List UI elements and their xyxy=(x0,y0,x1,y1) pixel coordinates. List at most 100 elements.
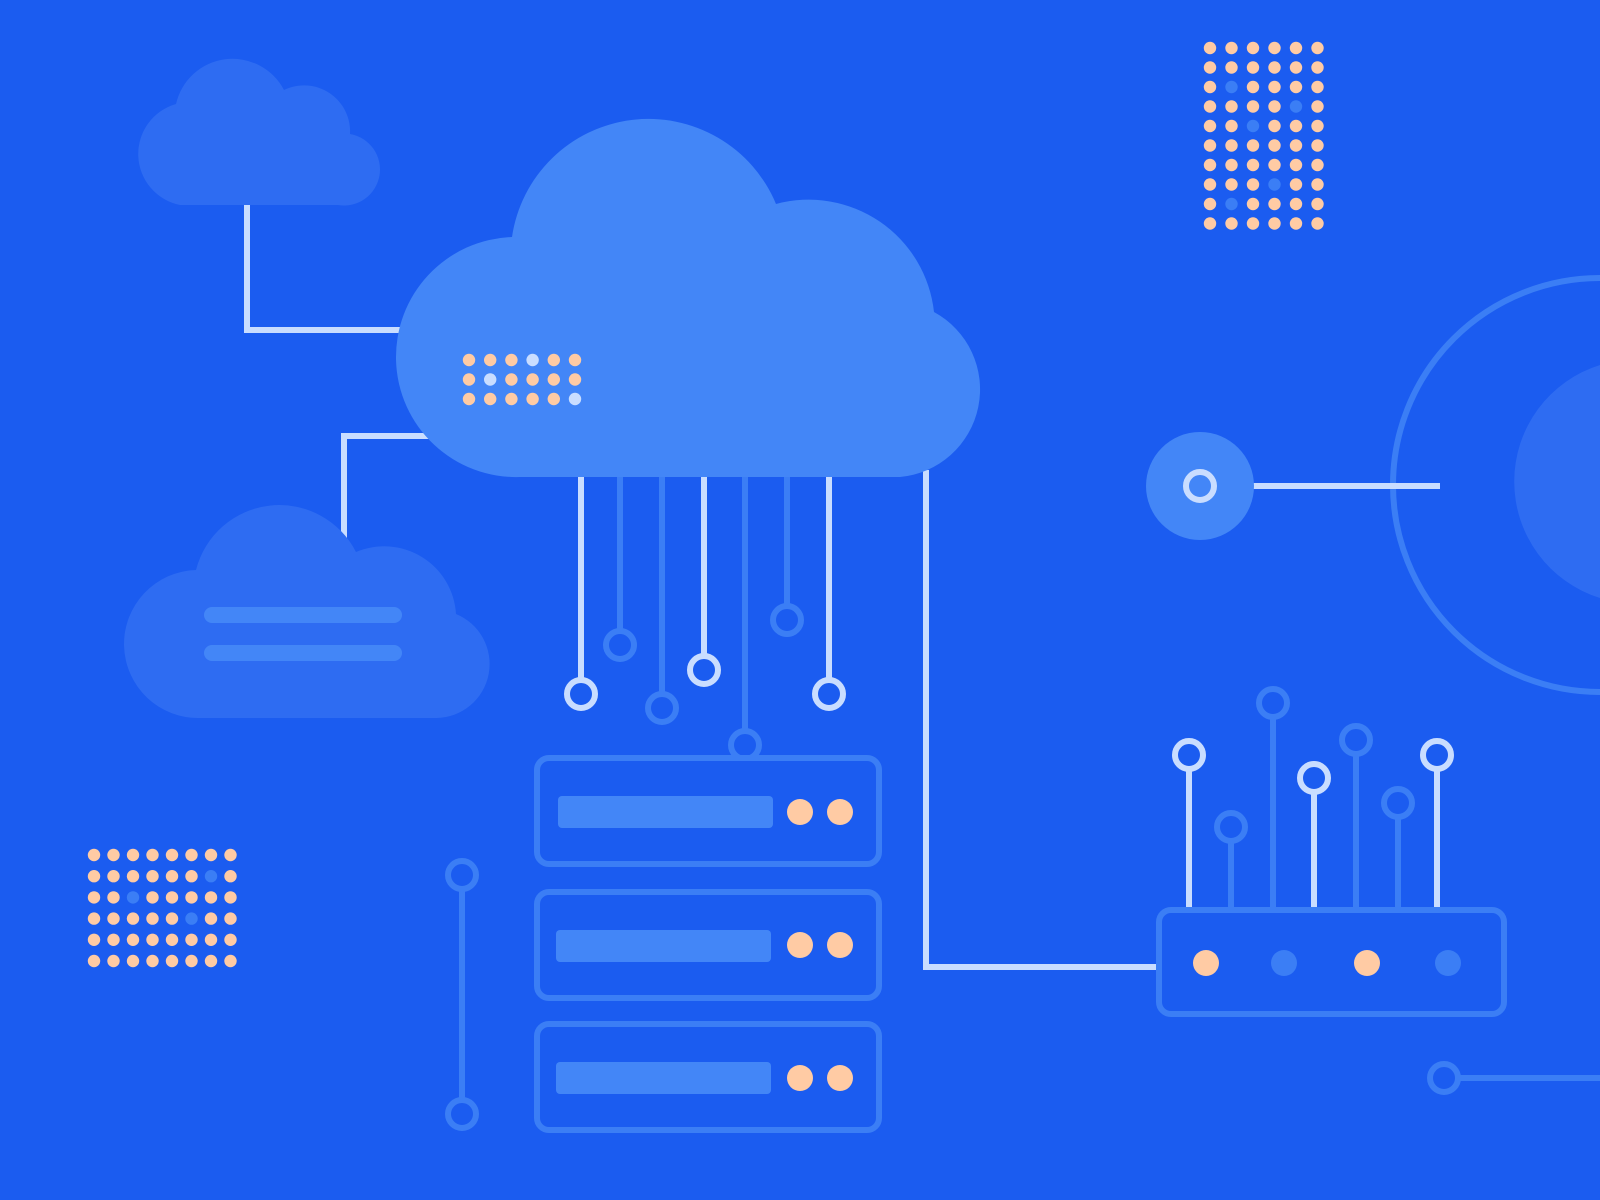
grid-dot xyxy=(1246,217,1260,230)
small-cloud-icon xyxy=(138,58,381,206)
grid-dot xyxy=(185,891,198,904)
server-unit xyxy=(534,755,882,867)
grid-dot xyxy=(1311,158,1324,172)
grid-dot xyxy=(1225,61,1238,74)
grid-dot xyxy=(1203,178,1217,191)
grid-dot xyxy=(1268,217,1281,230)
grid-dot xyxy=(1203,139,1217,152)
grid-dot xyxy=(87,870,101,883)
grid-dot xyxy=(204,912,218,925)
grid-dot xyxy=(1225,100,1238,113)
grid-dot xyxy=(224,848,237,862)
grid-dot xyxy=(185,870,198,883)
grid-dot xyxy=(107,954,120,968)
grid-dot xyxy=(1268,100,1281,113)
grid-dot xyxy=(224,933,237,946)
grid-dot xyxy=(126,954,140,968)
grid-dot xyxy=(505,392,518,406)
grid-dot xyxy=(1311,119,1324,133)
grid-dot xyxy=(1289,197,1303,211)
link-small-cloud xyxy=(244,200,420,333)
grid-dot xyxy=(107,891,120,904)
grid-dot xyxy=(146,912,159,925)
grid-dot xyxy=(107,912,120,925)
grid-dot xyxy=(462,392,476,406)
grid-dot xyxy=(462,373,476,386)
grid-dot xyxy=(224,870,237,883)
grid-dot xyxy=(146,870,159,883)
dot-grid-icon xyxy=(87,848,237,968)
grid-dot xyxy=(1203,217,1217,230)
grid-dot xyxy=(224,954,237,968)
grid-dot xyxy=(204,954,218,968)
grid-dot xyxy=(185,848,198,862)
grid-dot xyxy=(107,848,120,862)
grid-dot xyxy=(1289,217,1303,230)
grid-dot xyxy=(165,848,179,862)
grid-dot xyxy=(1311,41,1324,55)
server-unit xyxy=(534,889,882,1001)
grid-dot xyxy=(1311,217,1324,230)
grid-dot xyxy=(1246,61,1260,74)
grid-dot xyxy=(1268,80,1281,94)
grid-dot xyxy=(1289,100,1303,113)
grid-dot xyxy=(1203,41,1217,55)
grid-dot xyxy=(568,392,582,406)
grid-dot xyxy=(1203,158,1217,172)
grid-dot xyxy=(1289,119,1303,133)
grid-dot xyxy=(1289,61,1303,74)
grid-dot xyxy=(1225,139,1238,152)
grid-dot xyxy=(1268,197,1281,211)
grid-dot xyxy=(87,954,101,968)
server-unit xyxy=(534,1021,882,1133)
grid-dot xyxy=(1225,158,1238,172)
grid-dot xyxy=(107,933,120,946)
dot-grid-icon xyxy=(1203,41,1324,230)
grid-dot xyxy=(1246,100,1260,113)
grid-dot xyxy=(462,353,476,367)
grid-dot xyxy=(1246,80,1260,94)
link-router xyxy=(923,470,1160,970)
grid-dot xyxy=(126,912,140,925)
grid-dot xyxy=(547,353,560,367)
grid-dot xyxy=(87,848,101,862)
grid-dot xyxy=(204,891,218,904)
grid-dot xyxy=(1289,41,1303,55)
grid-dot xyxy=(1311,100,1324,113)
grid-dot xyxy=(547,392,560,406)
grid-dot xyxy=(526,353,539,367)
grid-dot xyxy=(1246,119,1260,133)
grid-dot xyxy=(165,933,179,946)
grid-dot xyxy=(1246,158,1260,172)
network-router-icon xyxy=(1156,686,1507,1017)
grid-dot xyxy=(1225,217,1238,230)
grid-dot xyxy=(1225,41,1238,55)
grid-dot xyxy=(165,870,179,883)
server-rack-icon xyxy=(534,755,882,1133)
grid-dot xyxy=(1246,41,1260,55)
grid-dot xyxy=(126,870,140,883)
grid-dot xyxy=(568,373,582,386)
grid-dot xyxy=(185,912,198,925)
grid-dot xyxy=(1289,158,1303,172)
grid-dot xyxy=(204,933,218,946)
link-document-cloud xyxy=(341,433,430,540)
connection-node-icon xyxy=(1146,432,1440,540)
grid-dot xyxy=(87,891,101,904)
grid-dot xyxy=(1225,80,1238,94)
grid-dot xyxy=(1311,139,1324,152)
grid-dot xyxy=(146,848,159,862)
grid-dot xyxy=(505,353,518,367)
grid-dot xyxy=(1225,178,1238,191)
grid-dot xyxy=(1289,80,1303,94)
grid-dot xyxy=(87,912,101,925)
grid-dot xyxy=(1268,158,1281,172)
grid-dot xyxy=(165,912,179,925)
vertical-connector xyxy=(445,858,479,1131)
grid-dot xyxy=(1311,178,1324,191)
grid-dot xyxy=(1268,41,1281,55)
grid-dot xyxy=(224,912,237,925)
grid-dot xyxy=(126,848,140,862)
grid-dot xyxy=(146,933,159,946)
